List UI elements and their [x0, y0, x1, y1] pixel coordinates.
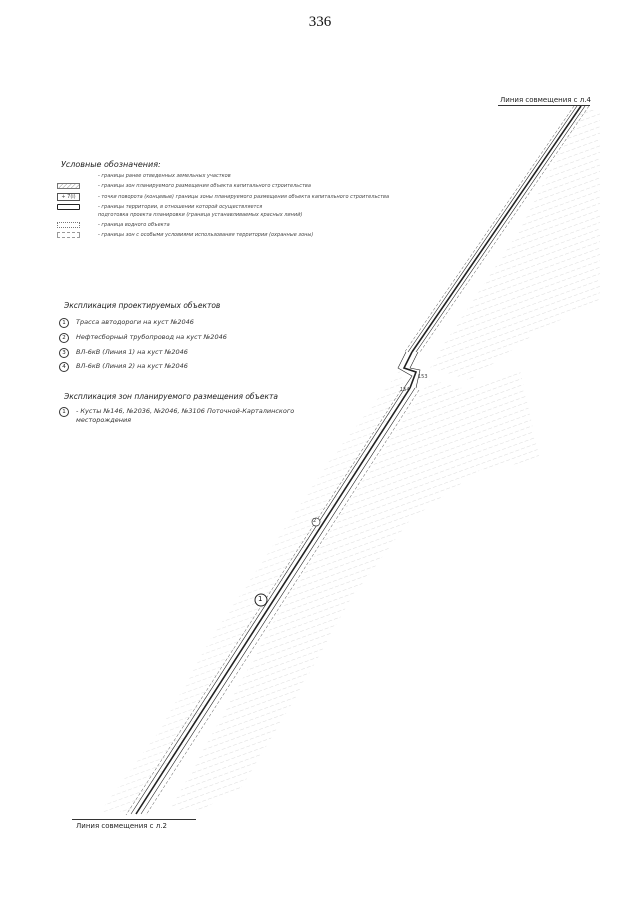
terrain-hatch-left	[100, 370, 405, 812]
match-line-top-rule	[498, 105, 590, 106]
match-line-bottom-rule	[72, 819, 196, 820]
water-body-symbol	[57, 222, 80, 228]
page-number: 336	[308, 14, 332, 30]
protection-zone-symbol	[57, 232, 80, 238]
legend-item: - границы ранее отведенных земельных уча…	[57, 172, 231, 180]
object-item: 3 ВЛ-6кВ (Линия 1) на куст №2046	[59, 348, 188, 358]
legend-item: - границы зон с особыми условиями исполь…	[57, 231, 313, 239]
legend-item: - границы зон планируемого размещения об…	[57, 182, 311, 190]
legend-spacer	[57, 212, 80, 218]
route-lower	[125, 387, 420, 816]
route-label-1: 1	[258, 595, 263, 603]
route-callout-2	[311, 517, 321, 527]
object-number: 1	[59, 318, 69, 328]
legend-item: подготовка проекта планировки (граница у…	[57, 211, 302, 219]
land-plot-boundary-symbol	[57, 173, 80, 179]
zone-number: 1	[59, 407, 69, 417]
legend-item: - границы территории, в отношении которо…	[57, 203, 262, 211]
object-item: 1 Трасса автодороги на куст №2046	[59, 318, 194, 328]
route-callout-1	[254, 593, 268, 607]
legend-item: - граница водного объекта	[57, 221, 170, 229]
legend-title: Условные обозначения:	[61, 160, 161, 169]
turning-point-symbol: + 7(i)	[57, 193, 80, 201]
match-line-top: Линия совмещения с л.4	[500, 96, 591, 104]
planning-boundary-symbol	[57, 204, 80, 210]
zone-item: 1 - Кусты №146, №2036, №2046, №3106 Пото…	[59, 407, 316, 425]
terrain-hatch-upper	[430, 110, 600, 380]
object-number: 2	[59, 333, 69, 343]
route-upper	[403, 105, 590, 354]
zone-boundary-symbol	[57, 183, 80, 189]
zones-explication-title: Экспликация зон планируемого размещения …	[64, 392, 278, 401]
objects-explication-title: Экспликация проектируемых объектов	[64, 301, 221, 310]
route-label-2: 2	[313, 518, 317, 524]
terrain-hatch-right	[170, 370, 540, 810]
object-item: 4 ВЛ-6кВ (Линия 2) на куст №2046	[59, 362, 188, 372]
point-label-153: 153	[418, 374, 428, 380]
point-label-154: 154	[400, 387, 410, 393]
object-item: 2 Нефтесборный трубопровод на куст №2046	[59, 333, 227, 343]
route-jog	[397, 351, 421, 389]
legend-item: + 7(i) - точки поворота (концевые) грани…	[57, 193, 389, 201]
match-line-bottom: Линия совмещения с л.2	[76, 822, 167, 830]
object-number: 4	[59, 362, 69, 372]
object-number: 3	[59, 348, 69, 358]
